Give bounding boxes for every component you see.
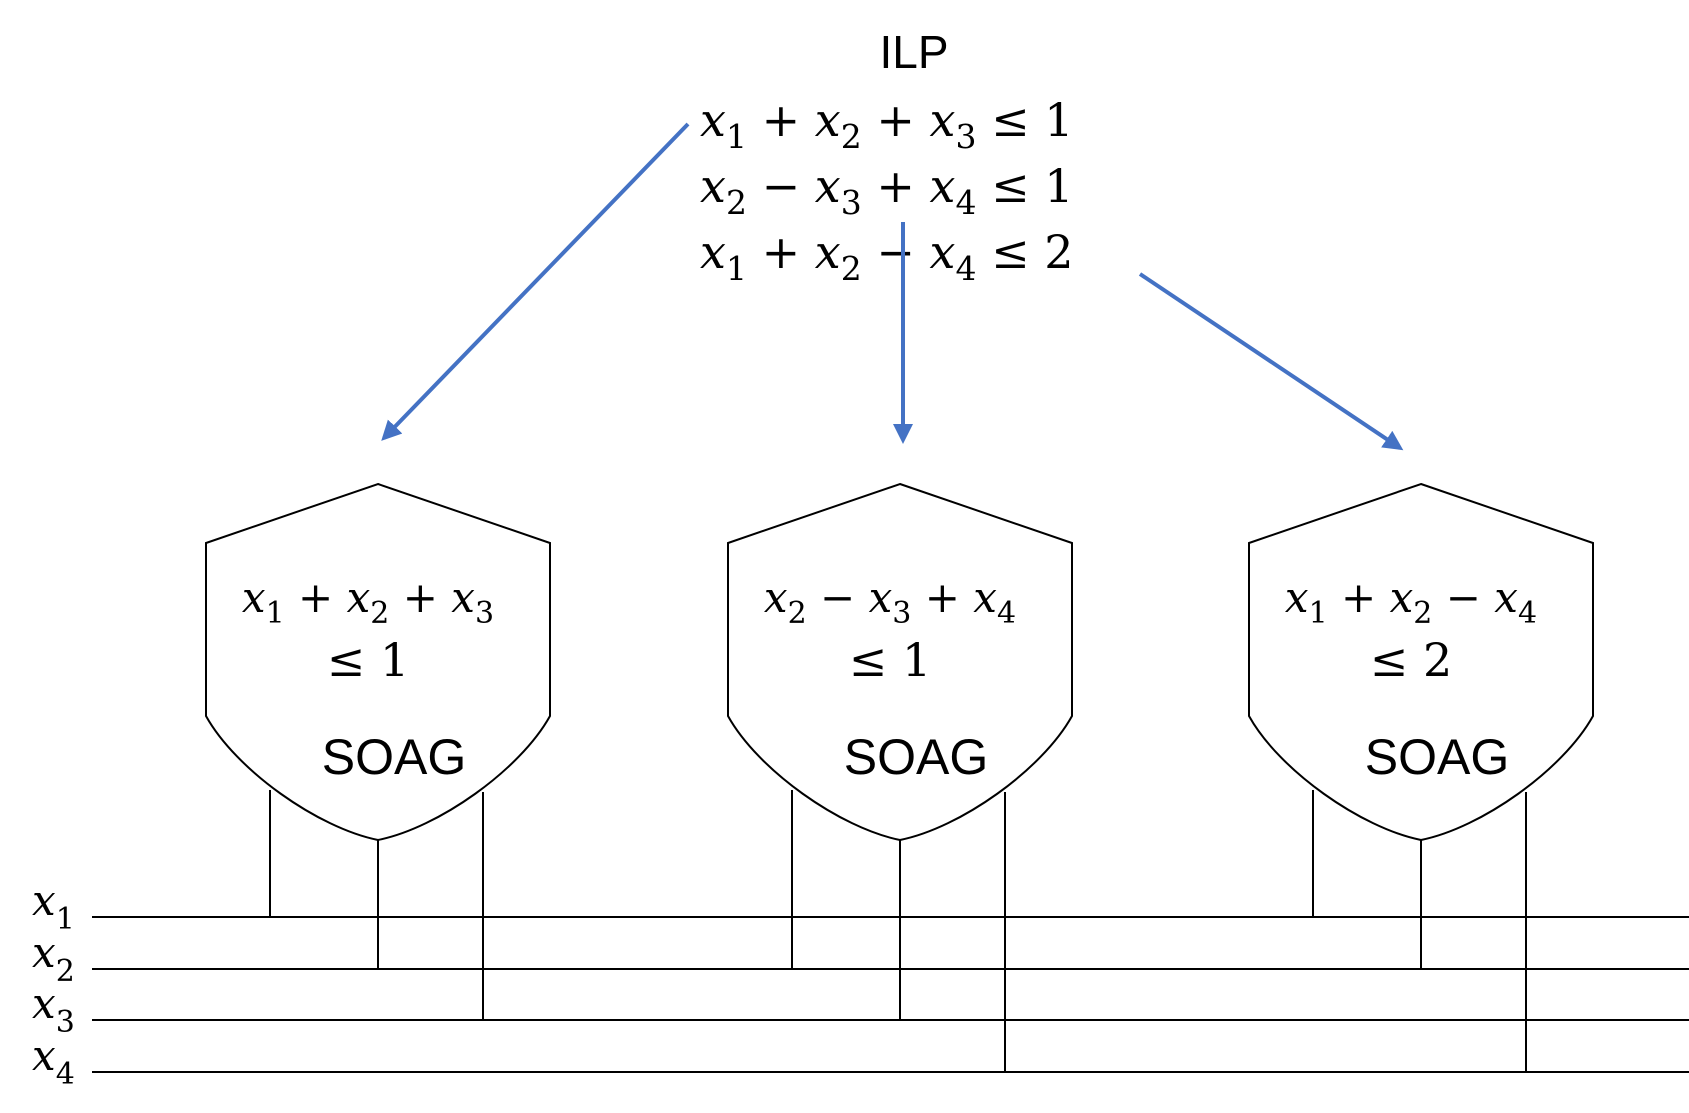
variable-subscript: 3 bbox=[475, 596, 494, 631]
variable-subscript: 4 bbox=[955, 183, 976, 222]
variable-subscript: 2 bbox=[841, 117, 862, 156]
gate-bound: ≤ 2 bbox=[1370, 633, 1452, 687]
ilp-constraint-3: x1​ + x2​ − x4​ ≤ 2 bbox=[700, 225, 1074, 288]
operator: + bbox=[389, 573, 451, 622]
variable-symbol: x bbox=[930, 93, 956, 147]
gate-label: SOAG bbox=[322, 729, 466, 785]
variable-subscript: 4 bbox=[1518, 596, 1537, 631]
operator: − bbox=[747, 159, 815, 213]
variable-symbol: x bbox=[451, 573, 475, 622]
variable-symbol: x bbox=[1285, 573, 1309, 622]
gate-label: SOAG bbox=[844, 729, 988, 785]
gate-bound: ≤ 1 bbox=[849, 633, 931, 687]
variable-subscript: 3 bbox=[955, 117, 976, 156]
ilp-constraint-2: x2​ − x3​ + x4​ ≤ 1 bbox=[700, 159, 1074, 222]
rhs-value: 2 bbox=[1044, 225, 1073, 279]
variable-subscript: 3 bbox=[841, 183, 862, 222]
variable-symbol: x bbox=[242, 573, 266, 622]
arrow-to-gate-3 bbox=[1138, 272, 1404, 451]
operator: + bbox=[862, 159, 930, 213]
gate-bound: ≤ 1 bbox=[327, 633, 409, 687]
operator: − bbox=[862, 225, 930, 279]
relation: ≤ bbox=[976, 225, 1044, 279]
variable-subscript: 2 bbox=[370, 596, 389, 631]
ilp-constraints: x1​ + x2​ + x3​ ≤ 1x2​ − x3​ + x4​ ≤ 1x1… bbox=[700, 93, 1074, 288]
soag-gate-1: x1​ + x2​ + x3​≤ 1 SOAG bbox=[205, 482, 551, 1020]
variable-symbol: x bbox=[869, 573, 893, 622]
diagram-title: ILP bbox=[879, 26, 948, 78]
variable-symbol: x bbox=[930, 159, 956, 213]
variable-label-x4: x4 bbox=[32, 1031, 75, 1092]
soag-gate-3: x1​ + x2​ − x4​≤ 2 SOAG bbox=[1248, 482, 1594, 1072]
variable-symbol: x bbox=[1494, 573, 1518, 622]
gate-expression: x1​ + x2​ + x3​ bbox=[242, 573, 494, 631]
variable-symbol: x bbox=[815, 159, 841, 213]
variable-subscript: 1 bbox=[726, 249, 747, 288]
soag-gate-2: x2​ − x3​ + x4​≤ 1 SOAG bbox=[727, 482, 1073, 1072]
variable-symbol: x bbox=[815, 93, 841, 147]
gate-expression: x1​ + x2​ − x4​ bbox=[1285, 573, 1537, 631]
arrow-to-gate-1 bbox=[381, 122, 690, 441]
operator: + bbox=[862, 93, 930, 147]
variable-symbol: x bbox=[700, 159, 726, 213]
relation: ≤ bbox=[976, 93, 1044, 147]
operator: + bbox=[911, 573, 973, 622]
variable-subscript: 4 bbox=[955, 249, 976, 288]
rhs-value: 1 bbox=[1044, 159, 1073, 213]
variable-subscript: 1 bbox=[1309, 596, 1328, 631]
variable-label-x1: x1 bbox=[32, 876, 75, 937]
operator: + bbox=[285, 573, 347, 622]
variable-subscript: 2 bbox=[788, 596, 807, 631]
variable-symbol: x bbox=[1390, 573, 1414, 622]
variable-bus bbox=[92, 916, 1689, 1073]
operator: − bbox=[807, 573, 869, 622]
relation: ≤ bbox=[976, 159, 1044, 213]
operator: + bbox=[747, 225, 815, 279]
variable-label-x2: x2 bbox=[32, 928, 75, 989]
variable-symbol: x bbox=[815, 225, 841, 279]
gate-expression: x2​ − x3​ + x4​ bbox=[764, 573, 1016, 631]
variable-subscript: 1 bbox=[726, 117, 747, 156]
variable-symbol: x bbox=[973, 573, 997, 622]
distribution-arrows bbox=[381, 122, 1404, 451]
variable-symbol: x bbox=[764, 573, 788, 622]
variable-subscript: 2 bbox=[841, 249, 862, 288]
ilp-constraint-1: x1​ + x2​ + x3​ ≤ 1 bbox=[700, 93, 1074, 156]
variable-symbol: x bbox=[930, 225, 956, 279]
variable-symbol: x bbox=[700, 93, 726, 147]
rhs-value: 1 bbox=[1044, 93, 1073, 147]
variable-subscript: 1 bbox=[266, 596, 285, 631]
variable-symbol: x bbox=[700, 225, 726, 279]
variable-subscript: 3 bbox=[892, 596, 911, 631]
variable-subscript: 2 bbox=[1413, 596, 1432, 631]
variable-symbol: x bbox=[347, 573, 371, 622]
operator: + bbox=[747, 93, 815, 147]
variable-subscript: 2 bbox=[726, 183, 747, 222]
variable-label-x3: x3 bbox=[32, 979, 75, 1040]
variable-subscript: 4 bbox=[997, 596, 1016, 631]
operator: − bbox=[1432, 573, 1494, 622]
operator: + bbox=[1328, 573, 1390, 622]
gate-label: SOAG bbox=[1365, 729, 1509, 785]
